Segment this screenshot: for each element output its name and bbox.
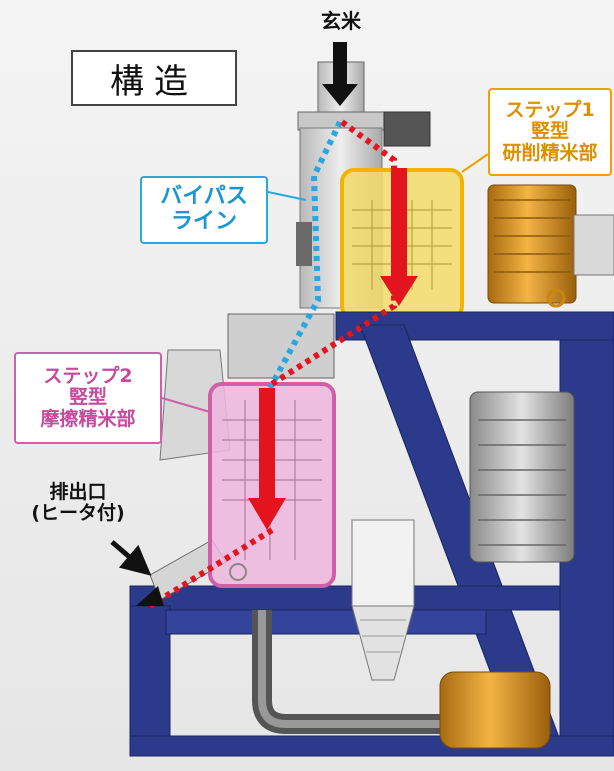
bypass-callout: バイパス ライン [140,176,268,244]
bypass-line1: バイパス [160,184,248,210]
bypass-flow-line [267,120,343,390]
outlet-line1: 排出口 [49,481,107,503]
step2-flow-arrow [248,388,286,530]
bypass-leader [267,191,307,201]
outlet-label: 排出口 (ヒータ付) [18,481,138,525]
secondary-motor-grey [469,391,575,563]
outlet-line2: (ヒータ付) [31,502,125,525]
page-title: 構造 [71,50,237,106]
bypass-line2: ライン [170,209,237,234]
step1-desc: 研削精米部 [502,141,598,164]
step2-callout: ステップ2 竪型 摩擦精米部 [14,352,162,444]
input-arrow [322,42,358,106]
step1-flow-arrow [380,168,418,306]
step2-title: ステップ2 [43,365,133,388]
step1-type: 竪型 [530,120,569,143]
input-label: 玄米 [321,9,361,33]
step2-leader [161,397,211,413]
exhaust-pipe [252,610,450,734]
outlet-arrows [110,540,164,606]
main-motor-orange [487,184,614,308]
main-flow-line [148,119,397,609]
step2-desc: 摩擦精米部 [40,407,136,430]
step1-leader [461,153,489,173]
step2-type: 竪型 [68,386,107,409]
step1-title: ステップ1 [505,99,595,122]
blower-yellow [439,671,551,749]
step1-callout: ステップ1 竪型 研削精米部 [488,88,612,176]
central-hopper [227,313,415,681]
